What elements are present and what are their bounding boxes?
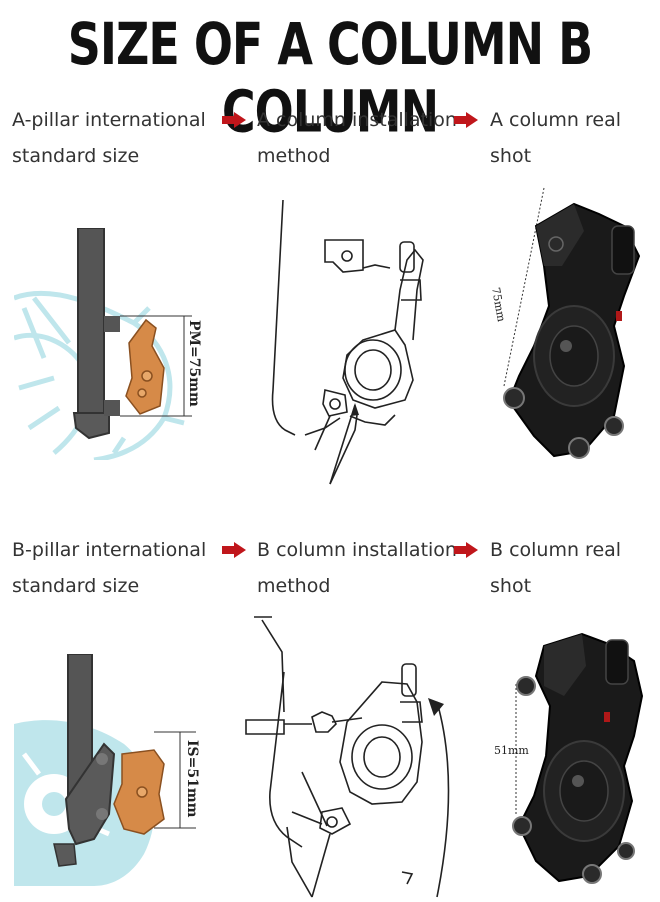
caliper bbox=[125, 318, 165, 415]
a-pillar-size-caption: A-pillar international standard size bbox=[12, 109, 206, 167]
dimension-label: PM=75mm bbox=[186, 320, 202, 407]
fork-leg bbox=[53, 654, 116, 867]
fork-leg bbox=[72, 228, 120, 440]
b-installation-diagram bbox=[245, 616, 450, 898]
a-pillar-size-diagram: PM=75mm bbox=[14, 228, 210, 460]
arrow-right-icon bbox=[222, 112, 246, 128]
photo-dimension-label: 51mm bbox=[494, 744, 529, 757]
arrow-right-icon bbox=[454, 112, 478, 128]
b-real-shot-caption: B column real shot bbox=[490, 539, 622, 597]
disc-rotor bbox=[14, 290, 185, 460]
b-pillar-size-diagram: IS=51mm bbox=[14, 654, 210, 886]
a-real-shot-photo: 75mm bbox=[489, 187, 641, 459]
b-real-shot-photo: 51mm bbox=[494, 632, 644, 884]
dimension-line bbox=[154, 731, 196, 829]
dimension-label: IS=51mm bbox=[184, 740, 200, 818]
a-real-shot-caption: A column real shot bbox=[490, 109, 622, 167]
caliper-photo bbox=[512, 632, 644, 884]
arrow-right-icon bbox=[222, 542, 246, 558]
b-installation-caption: B column installation method bbox=[257, 539, 457, 597]
a-installation-diagram bbox=[271, 199, 424, 485]
arrow-right-icon bbox=[454, 542, 478, 558]
dimension-line bbox=[120, 315, 192, 417]
b-pillar-size-caption: B-pillar international standard size bbox=[12, 539, 207, 597]
page-title: SIZE OF A COLUMN B COLUMN bbox=[67, 10, 593, 145]
caliper bbox=[113, 749, 165, 835]
photo-dimension-label: 75mm bbox=[489, 286, 508, 323]
a-installation-caption: A column installation method bbox=[257, 109, 457, 167]
caliper-photo bbox=[503, 202, 641, 459]
